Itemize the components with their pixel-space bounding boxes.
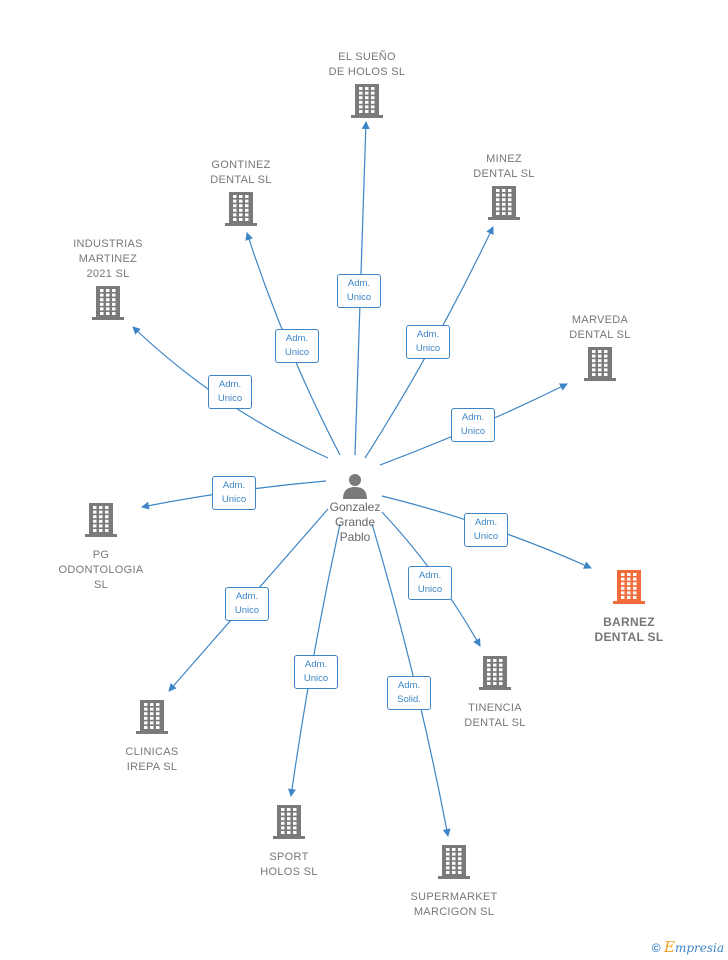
person-name-line: Grande bbox=[334, 515, 376, 529]
role-badge-barnez[interactable]: Adm. Unico bbox=[464, 513, 508, 547]
building-icon bbox=[225, 192, 257, 231]
building-icon bbox=[613, 570, 645, 609]
brand-initial: E bbox=[663, 938, 675, 956]
company-name-line: EL SUEÑO bbox=[338, 51, 396, 63]
company-name-line: PG bbox=[92, 549, 110, 561]
company-name-line: CLINICAS bbox=[125, 746, 179, 758]
building-icon bbox=[136, 700, 168, 739]
building-icon bbox=[351, 84, 383, 123]
company-label: SUPERMARKET MARCIGON SL bbox=[384, 890, 524, 920]
role-badge-pg[interactable]: Adm. Unico bbox=[212, 476, 256, 510]
company-node-pg[interactable]: PG ODONTOLOGIA SL bbox=[31, 503, 171, 593]
company-name-line: HOLOS SL bbox=[260, 866, 318, 878]
footer-brand[interactable]: © Empresia bbox=[652, 938, 724, 956]
company-label: CLINICAS IREPA SL bbox=[82, 745, 222, 775]
role-text: Adm. bbox=[218, 379, 242, 390]
company-label: MARVEDA DENTAL SL bbox=[530, 313, 670, 343]
company-name-line: ODONTOLOGIA bbox=[58, 564, 144, 576]
role-text: Adm. bbox=[285, 333, 309, 344]
role-text: Unico bbox=[460, 426, 486, 437]
company-name-line: DENTAL SL bbox=[594, 630, 664, 644]
role-text: Unico bbox=[221, 494, 247, 505]
company-name-line: DENTAL SL bbox=[210, 174, 272, 186]
person-icon bbox=[343, 474, 367, 499]
role-text: Adm. bbox=[461, 412, 485, 423]
role-text: Adm. bbox=[235, 591, 259, 602]
company-name-line: MINEZ bbox=[486, 153, 522, 165]
building-icon bbox=[92, 286, 124, 325]
company-node-clinicas[interactable]: CLINICAS IREPA SL bbox=[82, 700, 222, 775]
company-name-line: MARTINEZ bbox=[78, 253, 138, 265]
company-name-line: MARCIGON SL bbox=[413, 906, 495, 918]
role-text: Adm. bbox=[397, 680, 421, 691]
role-badge-minez[interactable]: Adm. Unico bbox=[406, 325, 450, 359]
role-badge-el-sueno[interactable]: Adm. Unico bbox=[337, 274, 381, 308]
company-name-line: DENTAL SL bbox=[464, 717, 526, 729]
company-label: EL SUEÑO DE HOLOS SL bbox=[297, 50, 437, 80]
role-text: Adm. bbox=[418, 570, 442, 581]
company-node-industrias[interactable]: INDUSTRIAS MARTINEZ 2021 SL bbox=[38, 237, 178, 325]
role-text: Adm. bbox=[222, 480, 246, 491]
role-text: Adm. bbox=[416, 329, 440, 340]
company-name-line: GONTINEZ bbox=[211, 159, 271, 171]
company-label: GONTINEZ DENTAL SL bbox=[171, 158, 311, 188]
role-text: Unico bbox=[473, 531, 499, 542]
company-name-line: SUPERMARKET bbox=[410, 891, 498, 903]
role-text: Unico bbox=[234, 605, 260, 616]
role-text: Unico bbox=[346, 292, 372, 303]
company-name-line: 2021 SL bbox=[86, 268, 130, 280]
person-name-line: Pablo bbox=[339, 530, 371, 544]
role-text: Unico bbox=[284, 347, 310, 358]
role-text: Adm. bbox=[304, 659, 328, 670]
company-node-el-sueno[interactable]: EL SUEÑO DE HOLOS SL bbox=[297, 50, 437, 123]
building-icon bbox=[273, 805, 305, 844]
building-icon bbox=[438, 845, 470, 884]
company-node-gontinez[interactable]: GONTINEZ DENTAL SL bbox=[171, 158, 311, 231]
company-name-line: SPORT bbox=[269, 851, 309, 863]
copyright-icon: © bbox=[651, 941, 661, 955]
company-node-sport[interactable]: SPORT HOLOS SL bbox=[219, 805, 359, 880]
role-badge-industrias[interactable]: Adm. Unico bbox=[208, 375, 252, 409]
role-badge-clinicas[interactable]: Adm. Unico bbox=[225, 587, 269, 621]
company-name-line: INDUSTRIAS bbox=[73, 238, 143, 250]
company-label: TINENCIA DENTAL SL bbox=[425, 701, 565, 731]
company-name-line: DE HOLOS SL bbox=[328, 66, 406, 78]
company-name-line: BARNEZ bbox=[603, 615, 655, 629]
role-text: Unico bbox=[415, 343, 441, 354]
company-node-minez[interactable]: MINEZ DENTAL SL bbox=[434, 152, 574, 225]
role-text: Unico bbox=[417, 584, 443, 595]
brand-name: mpresia bbox=[674, 941, 724, 955]
role-text: Solid. bbox=[397, 694, 421, 705]
role-badge-marveda[interactable]: Adm. Unico bbox=[451, 408, 495, 442]
company-name-line: DENTAL SL bbox=[473, 168, 535, 180]
building-icon bbox=[584, 347, 616, 386]
company-name-line: DENTAL SL bbox=[569, 329, 631, 341]
person-node[interactable]: Gonzalez Grande Pablo bbox=[305, 470, 405, 545]
role-badge-supermarket[interactable]: Adm. Solid. bbox=[387, 676, 431, 710]
company-name-line: MARVEDA bbox=[571, 314, 629, 326]
role-text: Adm. bbox=[474, 517, 498, 528]
company-name-line: TINENCIA bbox=[468, 702, 522, 714]
person-name-line: Gonzalez bbox=[329, 500, 381, 514]
company-name-line: IREPA SL bbox=[126, 761, 178, 773]
role-text: Adm. bbox=[347, 278, 371, 289]
role-badge-gontinez[interactable]: Adm. Unico bbox=[275, 329, 319, 363]
company-label: PG ODONTOLOGIA SL bbox=[31, 548, 171, 593]
role-text: Unico bbox=[217, 393, 243, 404]
role-badge-tinencia[interactable]: Adm. Unico bbox=[408, 566, 452, 600]
building-icon bbox=[85, 503, 117, 542]
company-node-supermarket[interactable]: SUPERMARKET MARCIGON SL bbox=[384, 845, 524, 920]
role-text: Unico bbox=[303, 673, 329, 684]
company-label: SPORT HOLOS SL bbox=[219, 850, 359, 880]
company-name-line: SL bbox=[93, 579, 109, 591]
building-icon bbox=[479, 656, 511, 695]
company-label: INDUSTRIAS MARTINEZ 2021 SL bbox=[38, 237, 178, 282]
company-node-marveda[interactable]: MARVEDA DENTAL SL bbox=[530, 313, 670, 386]
building-icon bbox=[488, 186, 520, 225]
company-label: MINEZ DENTAL SL bbox=[434, 152, 574, 182]
company-node-tinencia[interactable]: TINENCIA DENTAL SL bbox=[425, 656, 565, 731]
role-badge-sport[interactable]: Adm. Unico bbox=[294, 655, 338, 689]
